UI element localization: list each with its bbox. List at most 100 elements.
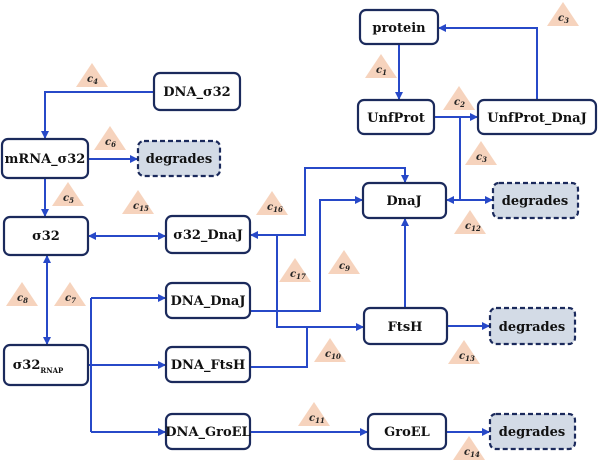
rate-label: c13 <box>459 351 475 363</box>
node-sigma32-dnaj: σ32_DnaJ <box>164 214 252 255</box>
node-dnaj: DnaJ <box>361 181 448 220</box>
rate-label: c3 <box>558 13 569 25</box>
rate-constants: c1 c2 c3 c3 c4 c5 c6 c7 c8 c9 c10 c11 c12 c13 c14 c15 c1… <box>6 2 579 460</box>
node-dna-sigma32: DNA_σ32 <box>152 71 242 112</box>
edge-dnaj-sigma32-dnaj <box>250 167 409 239</box>
node-label-subscript: RNAP <box>40 366 64 375</box>
rate-triangle-icon <box>94 126 126 150</box>
node-label: UnfProt_DnaJ <box>487 111 586 126</box>
node-label: degrades <box>499 425 565 440</box>
rate-label: c17 <box>290 269 306 281</box>
node-label: GroEL <box>384 425 430 440</box>
node-mrna-sigma32: mRNA_σ32 <box>0 137 90 180</box>
svg-text:σ32RNAP: σ32RNAP <box>13 358 64 375</box>
rate-label: c8 <box>17 293 28 305</box>
rate-triangle-icon <box>122 190 154 214</box>
rate-triangle-icon <box>465 141 497 165</box>
node-groel: GroEL <box>366 412 448 451</box>
node-label: FtsH <box>388 320 423 335</box>
rate-c17: c17 <box>279 258 311 282</box>
node-degrades-ftsh: degrades <box>488 306 577 346</box>
rate-c8: c8 <box>6 282 38 306</box>
nodes: protein UnfProt UnfProt_DnaJ DNA_σ32 mRN… <box>0 8 598 451</box>
node-label: DNA_GroEL <box>165 425 250 440</box>
rate-label: c15 <box>133 201 149 213</box>
rate-label: c1 <box>376 65 387 77</box>
rate-label: c11 <box>309 413 325 425</box>
node-sigma32-rnap: σ32RNAP <box>2 343 90 387</box>
node-label: UnfProt <box>367 111 425 126</box>
node-label: degrades <box>499 320 565 335</box>
rate-triangle-icon <box>443 86 475 110</box>
node-label: DnaJ <box>386 194 421 209</box>
edge-dna-dnaj-dnaj <box>250 196 363 312</box>
rate-c11: c11 <box>298 402 330 426</box>
rate-c9: c9 <box>328 250 360 274</box>
node-degrades-groel: degrades <box>488 412 577 451</box>
rate-c13: c13 <box>448 340 480 364</box>
rate-c15: c15 <box>122 190 154 214</box>
rate-triangle-icon <box>298 402 330 426</box>
rate-triangle-icon <box>314 338 346 362</box>
rate-c6: c6 <box>94 126 126 150</box>
rate-label: c2 <box>454 97 465 109</box>
node-dna-ftsh: DNA_FtsH <box>164 345 252 384</box>
rate-label: c14 <box>464 447 480 459</box>
node-label: mRNA_σ32 <box>5 152 86 167</box>
rate-label: c10 <box>325 349 341 361</box>
node-label: DNA_FtsH <box>171 358 246 373</box>
rate-label: c7 <box>65 293 76 305</box>
node-degrades-mrna: degrades <box>136 139 222 178</box>
rate-c3: c3 <box>465 141 497 165</box>
node-label: degrades <box>146 152 212 167</box>
rate-c12: c12 <box>454 210 486 234</box>
node-protein: protein <box>358 8 440 46</box>
node-dna-dnaj: DNA_DnaJ <box>164 281 252 320</box>
rate-c2: c2 <box>443 86 475 110</box>
rate-label: c16 <box>267 202 283 214</box>
edge-dna-ftsh-ftsh <box>250 327 308 368</box>
node-label: σ32_DnaJ <box>173 228 242 243</box>
node-label: DNA_DnaJ <box>170 294 245 309</box>
rate-triangle-icon <box>279 258 311 282</box>
rate-label: c5 <box>63 193 74 205</box>
rate-c3: c3 <box>547 2 579 26</box>
edge-dna-sigma32-mrna <box>41 91 154 139</box>
rate-c14: c14 <box>453 436 485 460</box>
rate-triangle-icon <box>328 250 360 274</box>
rate-triangle-icon <box>54 282 86 306</box>
rate-c1: c1 <box>365 54 397 78</box>
rate-label: c9 <box>339 261 350 273</box>
edge-unfprot-dnaj-dnaj <box>446 117 461 204</box>
node-label: degrades <box>502 194 568 209</box>
node-label: DNA_σ32 <box>163 85 230 100</box>
rate-label: c6 <box>105 137 116 149</box>
node-degrades-dnaj: degrades <box>491 181 580 220</box>
rate-label: c4 <box>87 74 98 86</box>
rate-c4: c4 <box>76 63 108 87</box>
rate-triangle-icon <box>6 282 38 306</box>
edge-unfprot-dnaj-protein <box>438 24 538 100</box>
rate-triangle-icon <box>454 210 486 234</box>
node-label: σ32 <box>32 229 60 244</box>
node-dna-groel: DNA_GroEL <box>164 412 252 451</box>
node-label: protein <box>372 21 426 36</box>
rate-c10: c10 <box>314 338 346 362</box>
node-sigma32: σ32 <box>2 215 90 257</box>
rate-triangle-icon <box>547 2 579 26</box>
rate-c5: c5 <box>52 182 84 206</box>
rate-label: c3 <box>476 152 487 164</box>
node-unfprot-dnaj: UnfProt_DnaJ <box>476 98 598 136</box>
node-label: σ32 <box>13 358 41 373</box>
node-ftsh: FtsH <box>362 306 449 346</box>
node-unfprot: UnfProt <box>356 98 436 136</box>
rate-c16: c16 <box>256 191 288 215</box>
rate-triangle-icon <box>453 436 485 460</box>
rate-label: c12 <box>465 221 481 233</box>
rate-triangle-icon <box>52 182 84 206</box>
rate-c7: c7 <box>54 282 86 306</box>
rate-triangle-icon <box>76 63 108 87</box>
rate-triangle-icon <box>365 54 397 78</box>
